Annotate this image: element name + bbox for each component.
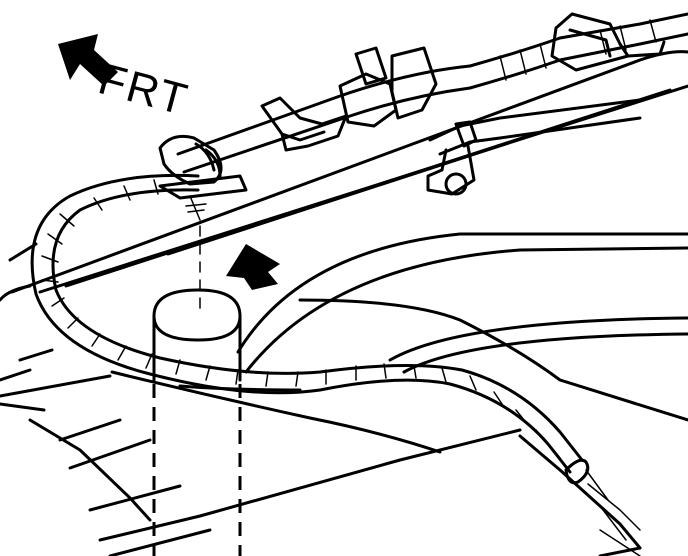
harness-connector-middle [338, 46, 438, 128]
vehicle-panel-lines [0, 50, 688, 556]
harness-clip-right [550, 12, 666, 72]
harness-clip-left [158, 134, 248, 221]
front-direction-arrow-icon [58, 34, 118, 86]
mounting-hole [152, 225, 242, 556]
harness-connector-left [260, 96, 348, 152]
convoluted-conduit [30, 173, 627, 541]
install-direction-arrow-icon [226, 244, 280, 290]
vacuum-line-and-sensor [426, 98, 642, 196]
